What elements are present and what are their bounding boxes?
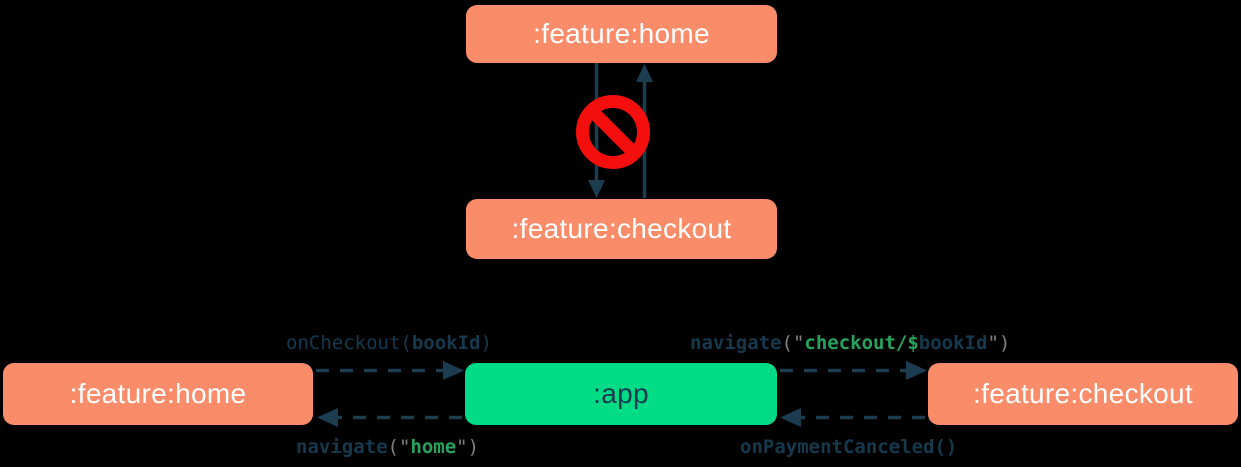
module-label: :feature:home (69, 378, 247, 409)
code-label-navigate-checkout: navigate("checkout/$bookId") (690, 332, 1010, 354)
code-label-onpaymentcanceled: onPaymentCanceled() (740, 436, 957, 458)
code-segment: home (410, 436, 457, 458)
onpaymentcanceled-arrowhead (780, 408, 801, 427)
up-arrowhead (636, 64, 653, 82)
no-entry-ring (576, 95, 650, 169)
code-segment: ) (480, 332, 492, 354)
code-segment: ") (987, 332, 1011, 354)
app-module-box: :app (465, 363, 777, 425)
oncheckout-arrowhead (443, 361, 464, 380)
code-segment: navigate (690, 332, 782, 354)
navigate-home-arrowhead (317, 408, 338, 427)
navigate-checkout-arrowhead (906, 361, 927, 380)
code-segment: navigate (296, 436, 388, 458)
module-label: :feature:checkout (511, 213, 732, 244)
arrow-navigate-checkout (780, 361, 927, 380)
arrow-navigate-home (317, 408, 462, 427)
code-segment: onCheckout( (286, 332, 412, 354)
down-arrowhead (588, 180, 605, 198)
code-segment: (" (387, 436, 411, 458)
code-segment: onPaymentCanceled() (740, 436, 958, 458)
module-label: :feature:home (533, 18, 710, 49)
no-entry-slash (589, 108, 637, 156)
top-home-module-box: :feature:home (466, 5, 777, 63)
code-segment: bookId (918, 332, 988, 354)
code-segment: ") (456, 436, 480, 458)
bottom-home-module-box: :feature:home (3, 363, 313, 425)
code-segment: (" (781, 332, 805, 354)
code-segment: bookId (411, 332, 481, 354)
top-checkout-module-box: :feature:checkout (466, 199, 777, 259)
code-segment: checkout/$ (804, 332, 919, 354)
no-entry-icon (576, 95, 650, 169)
module-label: :feature:checkout (973, 378, 1193, 409)
code-label-navigate-home: navigate("home") (296, 436, 479, 458)
bottom-checkout-module-box: :feature:checkout (928, 363, 1238, 425)
code-label-oncheckout: onCheckout(bookId) (286, 332, 492, 354)
arrow-onpaymentcanceled (780, 408, 925, 427)
module-label: :app (593, 378, 649, 409)
arrow-oncheckout (316, 361, 464, 380)
